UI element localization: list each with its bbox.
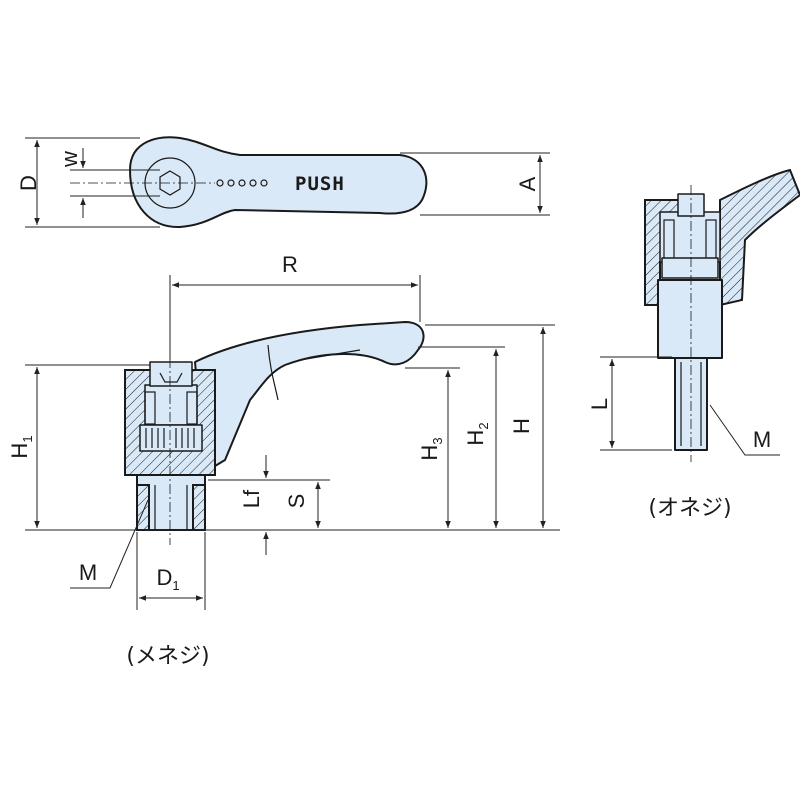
label-Lf: Lf [239, 489, 264, 508]
shaft-male [657, 279, 723, 359]
label-A: A [515, 176, 540, 191]
label-H: H [509, 418, 534, 434]
push-text: PUSH [295, 173, 345, 195]
caption-male-thread: (オネジ) [648, 496, 731, 521]
grip-dots [216, 179, 268, 187]
label-H3: H3 [417, 437, 445, 460]
label-H2: H2 [463, 422, 491, 445]
knurled-nut-male [661, 257, 719, 279]
label-w: w [57, 151, 82, 168]
hex-socket-icon [159, 170, 181, 196]
caption-female-thread: (メネジ) [126, 644, 209, 669]
knurled-nut [139, 424, 203, 452]
label-D1: D1 [156, 565, 179, 593]
top-view: PUSH [25, 136, 550, 229]
label-L: L [587, 398, 612, 410]
label-D: D [16, 175, 41, 191]
label-M-female: M [79, 560, 97, 585]
label-H1: H1 [7, 435, 35, 458]
label-S: S [284, 494, 309, 509]
side-view-female [25, 275, 560, 610]
side-view-male [600, 168, 800, 462]
spring [144, 391, 198, 425]
label-M-male: M [753, 427, 771, 452]
label-R: R [282, 252, 298, 277]
